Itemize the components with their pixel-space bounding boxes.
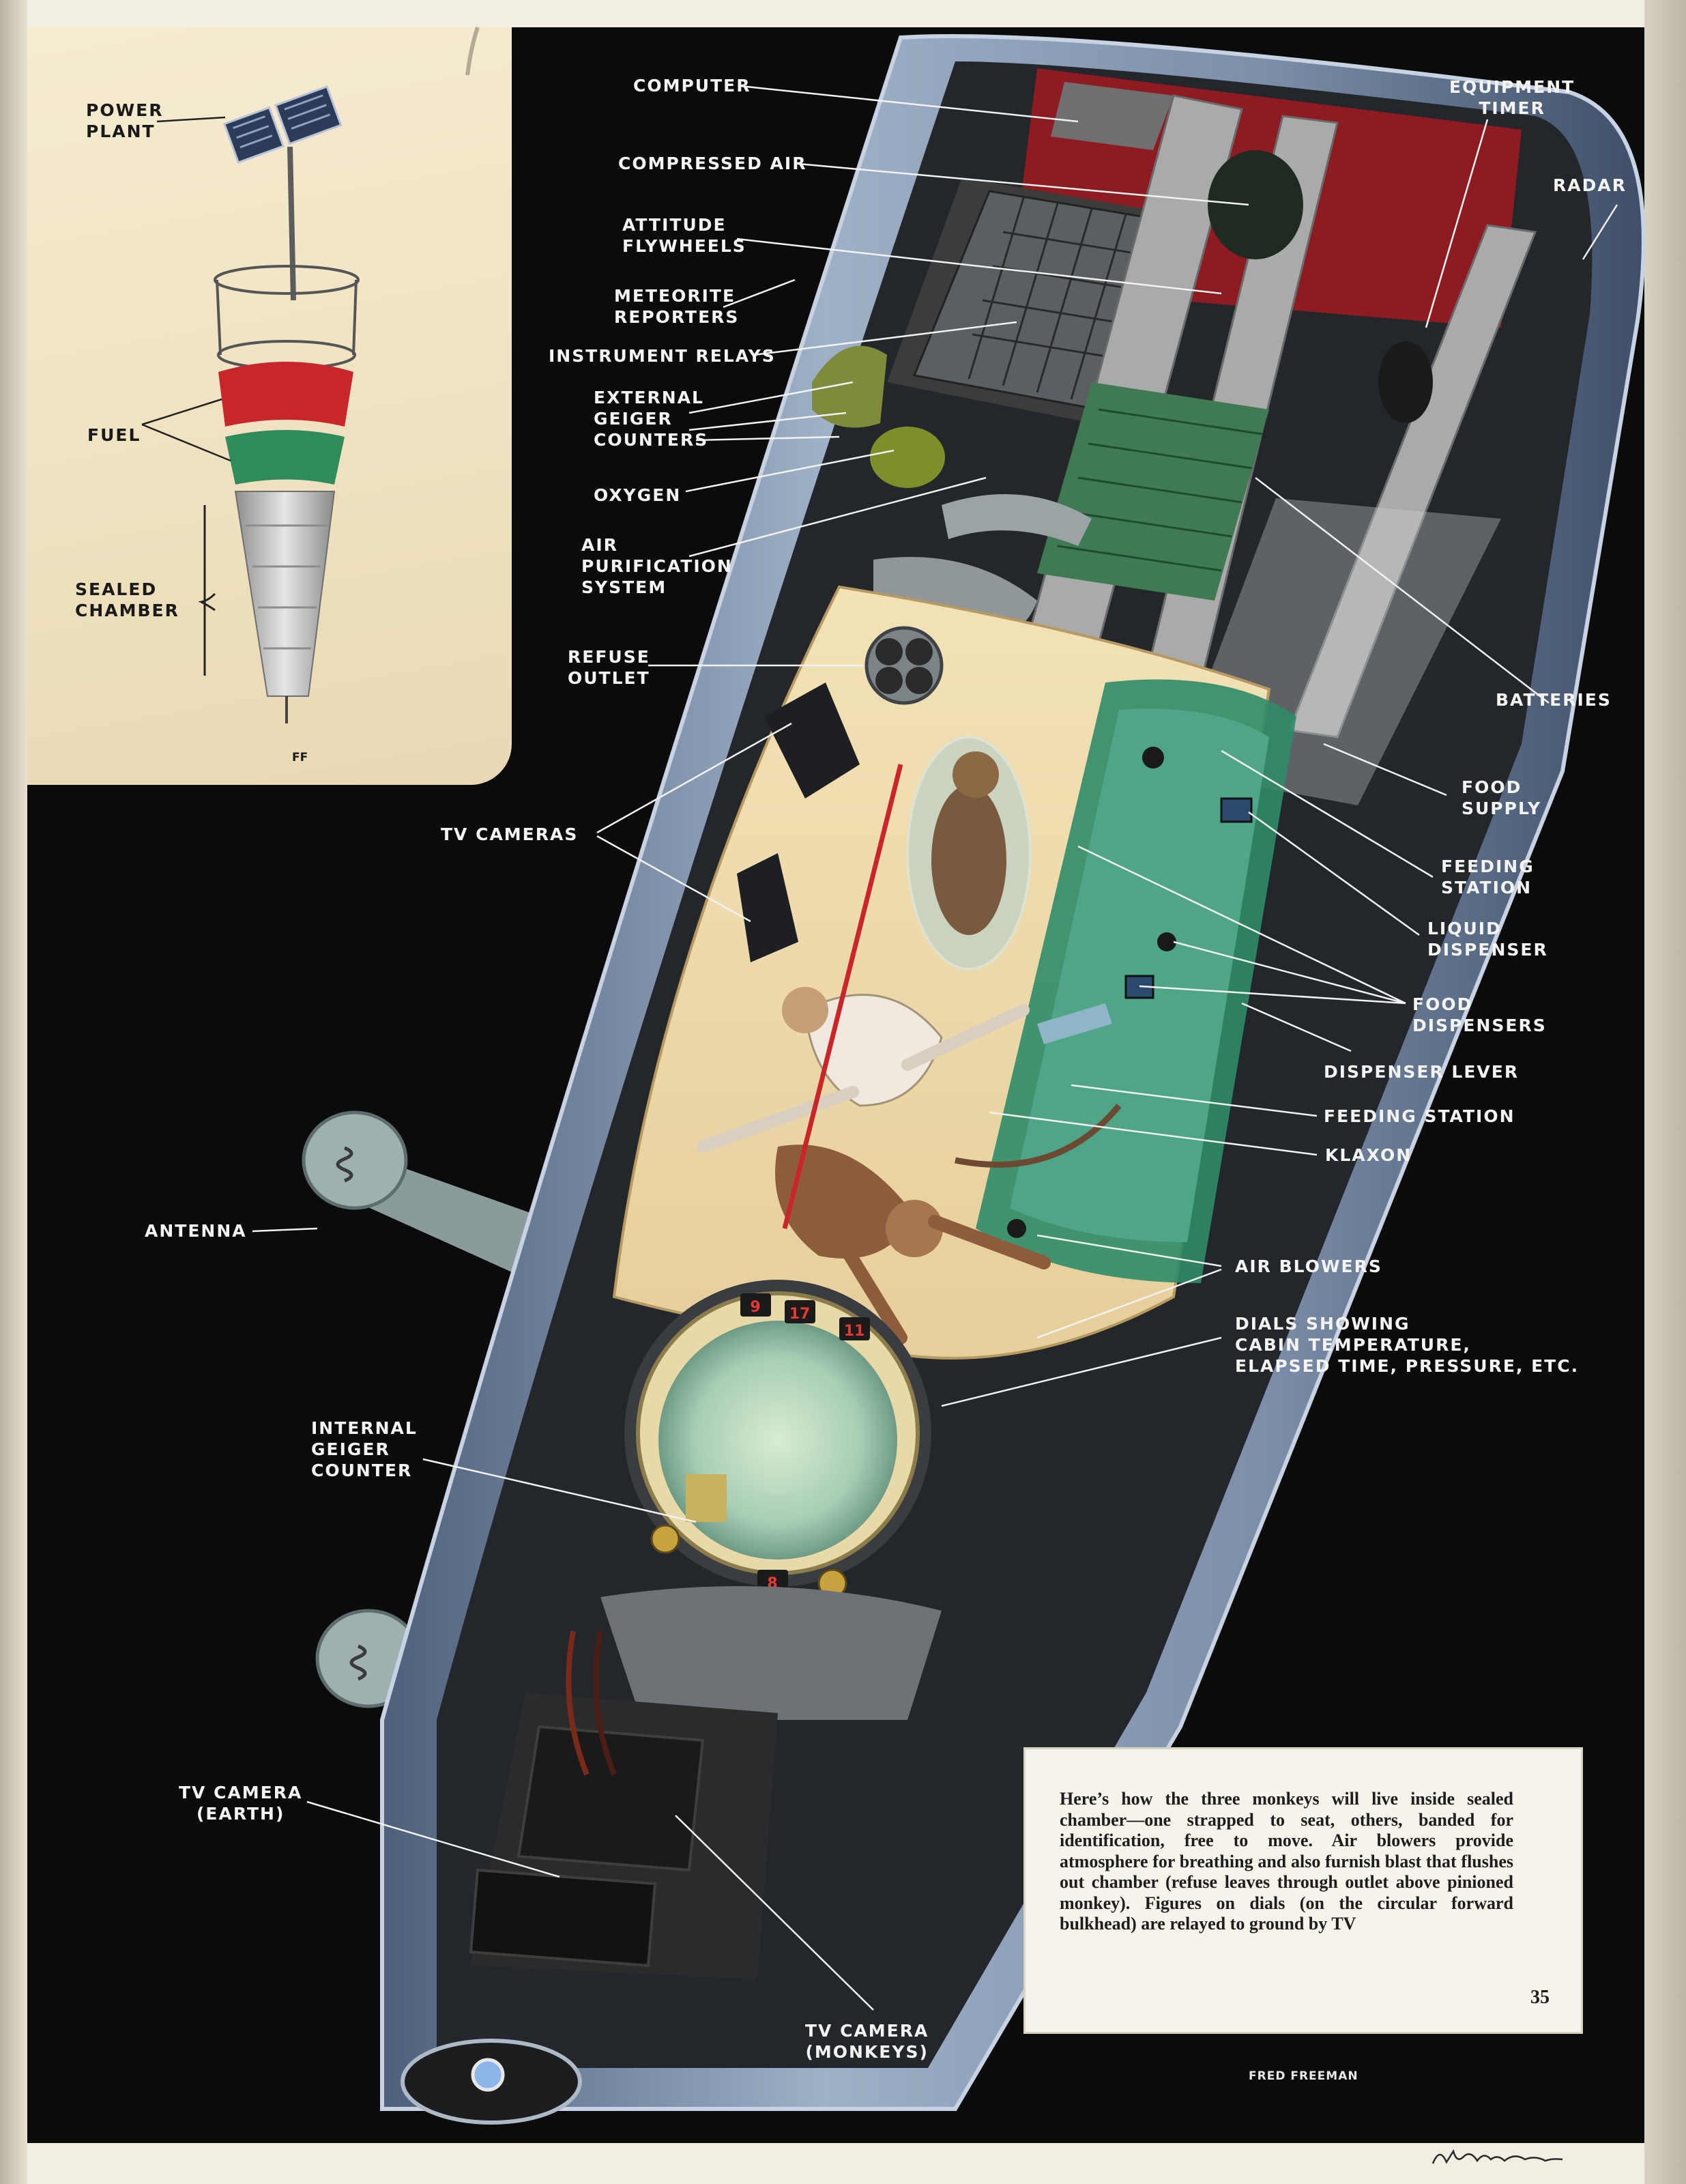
- dial-bulkhead: 9 17 11 8: [624, 1280, 931, 1598]
- label-food-dispensers: FOOD DISPENSERS: [1412, 994, 1547, 1035]
- internal-geiger-counter: [686, 1474, 727, 1522]
- feeding-station-window: [1220, 797, 1253, 823]
- lower-compartment: [401, 1586, 942, 2125]
- label-computer: COMPUTER: [633, 76, 751, 96]
- label-attitude-flywheels: ATTITUDE FLYWHEELS: [622, 215, 746, 256]
- label-tv-camera-monkeys: TV CAMERA (MONKEYS): [805, 2021, 929, 2062]
- antenna-dish-left: [302, 1110, 408, 1210]
- label-feeding-station-lower: FEEDING STATION: [1324, 1106, 1515, 1126]
- label-sealed-chamber: SEALED CHAMBER: [75, 579, 179, 620]
- label-tv-cameras: TV CAMERAS: [441, 824, 579, 844]
- label-feeding-station-upper: FEEDING STATION: [1441, 857, 1535, 897]
- label-oxygen: OXYGEN: [594, 485, 682, 505]
- tv-camera-mid: [737, 853, 798, 962]
- dial-box-2: [785, 1300, 815, 1323]
- oxygen-tank: [870, 427, 945, 488]
- dial-number: 11: [844, 1323, 865, 1340]
- dial-gauge: [650, 1524, 680, 1554]
- forward-porthole: [658, 1321, 897, 1560]
- inset-power-plant-panel: [222, 85, 343, 164]
- computer-unit: [1051, 82, 1174, 150]
- tv-camera-lens: [471, 2058, 505, 2092]
- label-antenna: ANTENNA: [145, 1221, 247, 1241]
- equipment-timer-unit: [1378, 341, 1433, 423]
- label-compressed-air: COMPRESSED AIR: [618, 154, 807, 173]
- page-right-edge: [1644, 0, 1686, 2184]
- leader-lines: [252, 85, 1618, 2011]
- equipment-bay: [812, 68, 1537, 805]
- inset-rocket: [141, 27, 480, 723]
- free-monkey-2: [775, 1104, 1122, 1345]
- label-inset-initials: FF: [292, 751, 308, 764]
- label-instrument-relays: INSTRUMENT RELAYS: [549, 346, 776, 366]
- label-dials: DIALS SHOWING CABIN TEMPERATURE, ELAPSED…: [1235, 1314, 1580, 1376]
- inset-sealed-chamber-shape: [234, 491, 336, 697]
- label-food-supply: FOOD SUPPLY: [1462, 777, 1542, 818]
- caption-box: Here’s how the three monkeys will live i…: [1023, 1747, 1583, 2034]
- label-internal-geiger-counter: INTERNAL GEIGER COUNTER: [311, 1418, 418, 1480]
- label-tv-camera-earth: TV CAMERA (EARTH): [179, 1783, 303, 1824]
- tv-camera-upper: [764, 682, 860, 799]
- monkey-seat-capsule: [906, 736, 1032, 971]
- dial-box-3: [839, 1317, 870, 1340]
- free-monkey-1: [697, 987, 1030, 1153]
- dial-number: 17: [789, 1306, 811, 1323]
- label-external-geiger-counters: EXTERNAL GEIGER COUNTERS: [594, 388, 709, 450]
- dial-box-1: [740, 1293, 771, 1317]
- label-meteorite-reporters: METEORITE REPORTERS: [614, 286, 740, 327]
- dial-number: 9: [750, 1299, 760, 1316]
- caption-text: Here’s how the three monkeys will live i…: [1060, 1789, 1513, 1934]
- inset-fuel-green: [225, 430, 345, 485]
- page-number: 35: [1530, 1987, 1550, 2008]
- artist-signature: [1431, 2149, 1563, 2164]
- inset-fuel-red: [218, 362, 353, 427]
- tv-camera-earth-box: [517, 1725, 705, 1872]
- label-air-purification-system: AIR PURIFICATION SYSTEM: [581, 535, 733, 597]
- restraint-bar: [782, 764, 903, 1229]
- label-radar: RADAR: [1553, 175, 1627, 195]
- artist-credit: FRED FREEMAN: [1249, 2069, 1358, 2083]
- label-dispenser-lever: DISPENSER LEVER: [1324, 1062, 1520, 1082]
- label-liquid-dispenser: LIQUID DISPENSER: [1427, 919, 1548, 960]
- label-klaxon: KLAXON: [1325, 1145, 1412, 1165]
- label-refuse-outlet: REFUSE OUTLET: [568, 647, 650, 688]
- refuse-outlet: [864, 626, 944, 705]
- label-equipment-timer: EQUIPMENT TIMER: [1449, 77, 1575, 118]
- feeding-panel: [976, 679, 1296, 1283]
- label-air-blowers: AIR BLOWERS: [1235, 1256, 1382, 1276]
- dispenser-lever: [1037, 1003, 1112, 1044]
- air-blower: [1007, 1219, 1026, 1238]
- page-binding-edge: [0, 0, 27, 2184]
- label-power-plant: POWER PLANT: [86, 100, 164, 141]
- label-fuel: FUEL: [87, 425, 141, 445]
- label-batteries: BATTERIES: [1496, 690, 1612, 710]
